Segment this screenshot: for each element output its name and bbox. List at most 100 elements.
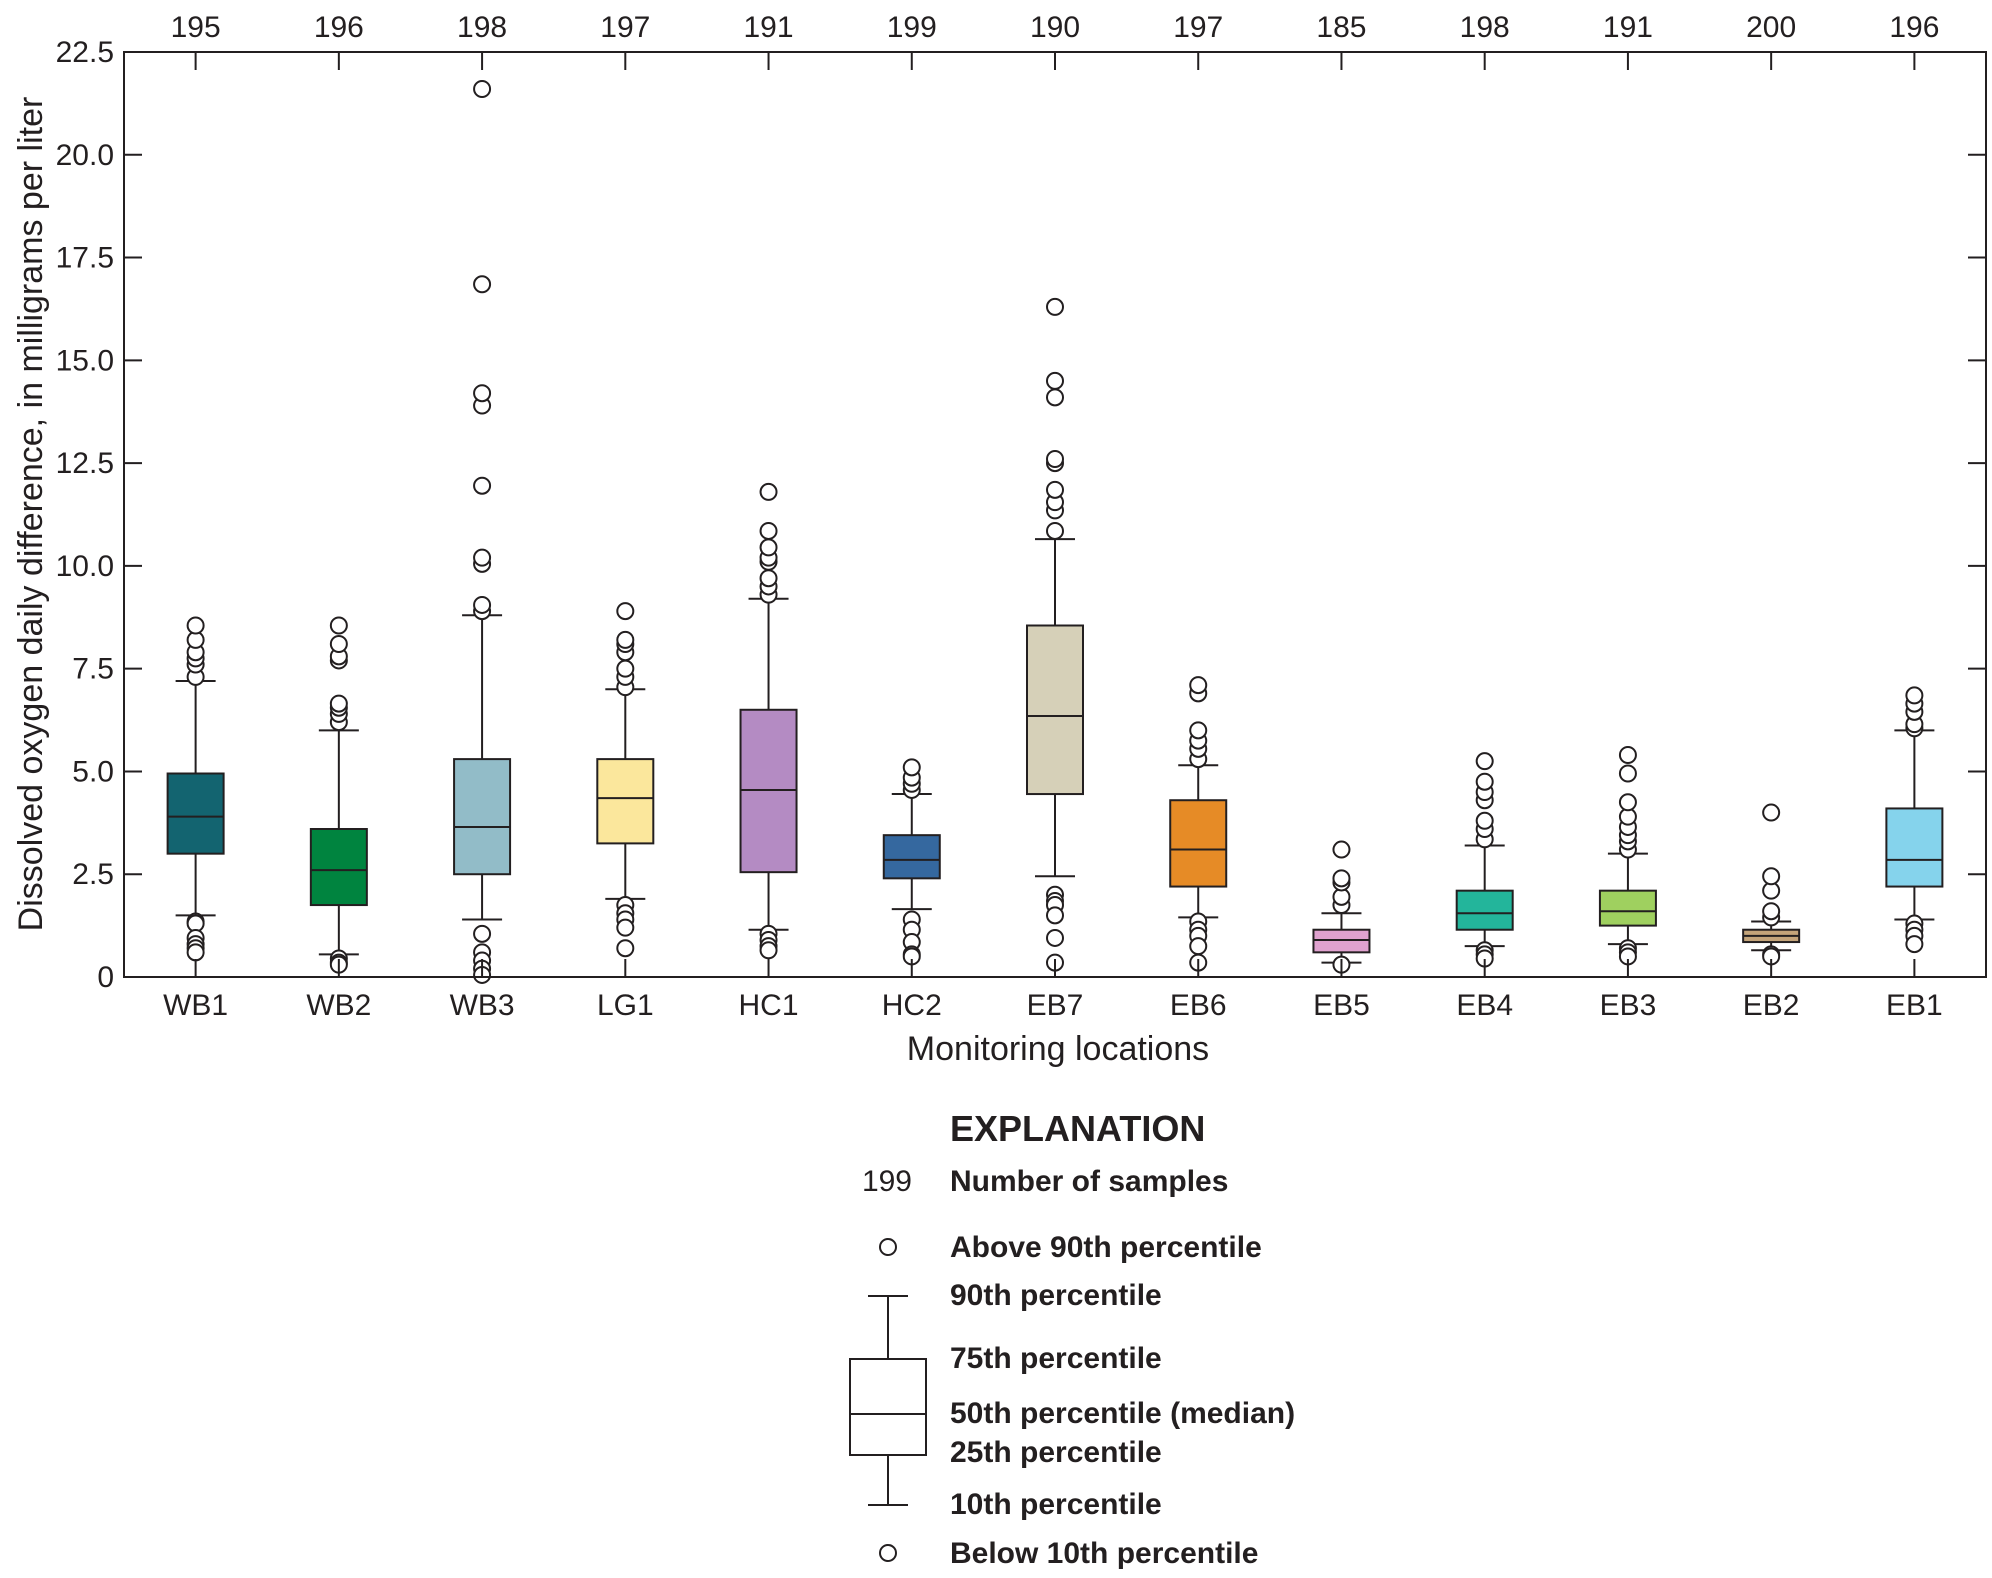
outlier-below: [616, 939, 635, 958]
sample-count: 198: [1460, 11, 1510, 44]
legend: EXPLANATION 199 Number of samples Above …: [849, 1108, 1295, 1570]
box-eb4: [1455, 752, 1514, 968]
outlier-above: [616, 602, 635, 621]
legend-box: [849, 1358, 927, 1456]
iqr-box: [453, 758, 512, 876]
sample-count: 199: [887, 11, 937, 44]
iqr-box: [1026, 624, 1084, 796]
y-axis-title: Dissolved oxygen daily difference, in mi…: [12, 97, 50, 932]
sample-count: 190: [1030, 11, 1080, 44]
sample-count: 197: [600, 11, 650, 44]
sample-count: 197: [1173, 11, 1223, 44]
box-hc1: [739, 482, 798, 960]
boxes-layer: [166, 80, 1944, 984]
outlier-below: [186, 943, 205, 962]
box-eb6: [1169, 676, 1228, 972]
y-tick-label: 20.0: [56, 139, 114, 172]
legend-title: EXPLANATION: [950, 1108, 1205, 1149]
x-tick-label: EB7: [1027, 989, 1084, 1022]
outlier-below: [759, 941, 778, 960]
legend-above-90-label: Above 90th percentile: [950, 1231, 1262, 1264]
outlier-above: [1618, 793, 1637, 812]
outlier-above: [1475, 772, 1494, 791]
outlier-above: [329, 694, 348, 713]
outlier-above: [1046, 450, 1064, 468]
y-axis: 02.55.07.510.012.515.017.520.022.5: [56, 36, 1986, 994]
outlier-above: [1762, 803, 1781, 822]
legend-below-10-label: Below 10th percentile: [950, 1537, 1258, 1570]
x-tick-label: EB4: [1456, 989, 1513, 1022]
sample-count: 200: [1746, 11, 1796, 44]
outlier-below: [616, 918, 635, 937]
outlier-above: [1475, 811, 1494, 830]
x-tick-label: EB2: [1743, 989, 1800, 1022]
outlier-above: [1332, 840, 1351, 859]
outlier-above: [759, 569, 778, 588]
outlier-above: [1762, 867, 1781, 886]
outlier-above: [1189, 721, 1208, 740]
box-wb3: [453, 80, 512, 984]
iqr-box: [1169, 799, 1228, 888]
y-tick-label: 12.5: [56, 447, 114, 480]
legend-p25-label: 25th percentile: [950, 1436, 1162, 1469]
outlier-above: [902, 758, 921, 777]
y-tick-label: 15.0: [56, 344, 114, 377]
x-axis-title: Monitoring locations: [907, 1030, 1209, 1068]
iqr-box: [596, 758, 655, 845]
outlier-above: [473, 595, 492, 614]
legend-sample-number: 199: [862, 1165, 912, 1198]
outlier-above: [473, 80, 492, 98]
outlier-above: [1618, 764, 1637, 783]
box-eb5: [1312, 840, 1371, 974]
legend-number-of-samples: Number of samples: [950, 1165, 1228, 1198]
sample-count: 196: [314, 11, 364, 44]
sample-count: 191: [744, 11, 794, 44]
outlier-above: [1046, 388, 1064, 407]
y-tick-label: 7.5: [72, 653, 114, 686]
outlier-above: [1046, 297, 1064, 316]
outlier-above: [473, 476, 492, 495]
outlier-above: [1475, 752, 1494, 771]
x-tick-label: EB1: [1886, 989, 1943, 1022]
x-tick-label: EB5: [1313, 989, 1370, 1022]
iqr-box: [309, 828, 368, 907]
x-tick-label: EB6: [1170, 989, 1227, 1022]
legend-p90-label: 90th percentile: [950, 1279, 1162, 1312]
y-tick-label: 5.0: [72, 755, 114, 788]
outlier-above: [759, 482, 778, 501]
outlier-below: [1189, 937, 1208, 956]
sample-count: 196: [1889, 11, 1939, 44]
sample-count: 195: [171, 11, 221, 44]
outlier-below: [1905, 935, 1924, 954]
box-eb1: [1885, 686, 1944, 954]
iqr-box: [1885, 807, 1944, 888]
outlier-above: [473, 275, 492, 294]
box-hc2: [882, 758, 941, 966]
outlier-below: [473, 924, 492, 943]
x-tick-label: LG1: [597, 989, 654, 1022]
box-wb2: [309, 616, 368, 974]
box-wb1: [166, 616, 225, 962]
y-tick-label: 22.5: [56, 36, 114, 69]
iqr-box: [1598, 889, 1657, 927]
legend-p75-label: 75th percentile: [950, 1342, 1162, 1375]
outlier-above: [1762, 902, 1781, 921]
iqr-box: [882, 834, 941, 880]
legend-above-90-marker: [879, 1238, 897, 1256]
outlier-above: [1046, 371, 1064, 390]
x-tick-label: WB2: [306, 989, 371, 1022]
outlier-above: [616, 659, 635, 678]
y-tick-label: 17.5: [56, 242, 114, 275]
x-tick-label: WB3: [450, 989, 515, 1022]
outlier-above: [1905, 686, 1924, 705]
box-eb3: [1598, 746, 1657, 966]
sample-count: 191: [1603, 11, 1653, 44]
iqr-box: [1312, 928, 1371, 954]
outlier-below: [1046, 928, 1064, 947]
legend-below-10-marker: [879, 1544, 897, 1562]
outlier-above: [1046, 480, 1064, 499]
box-lg1: [596, 602, 655, 958]
x-tick-label: EB3: [1600, 989, 1657, 1022]
x-tick-label: WB1: [163, 989, 228, 1022]
